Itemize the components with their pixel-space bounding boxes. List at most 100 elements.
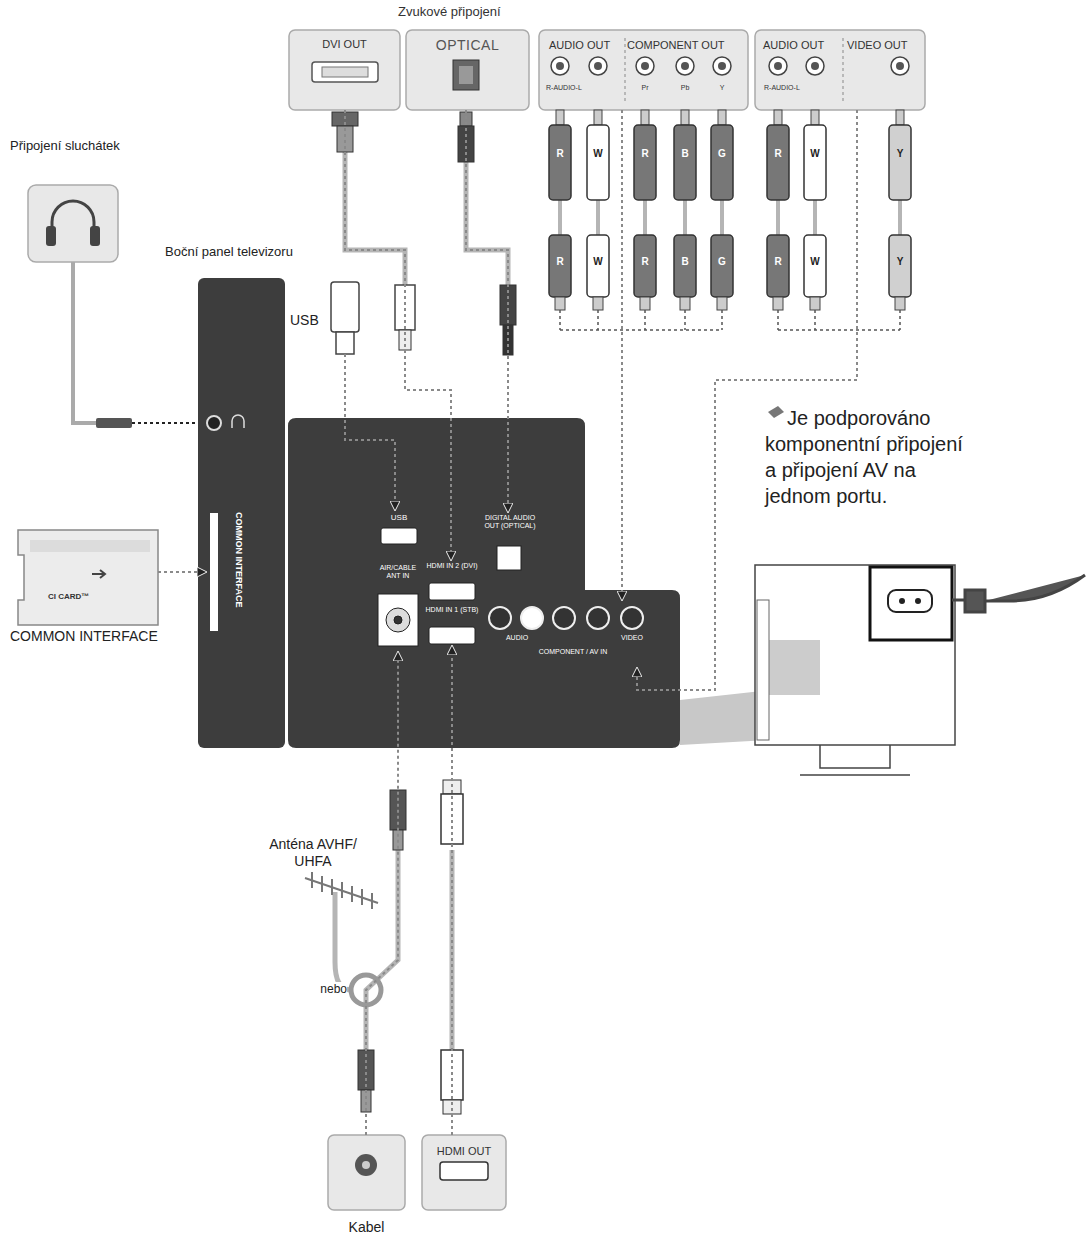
plug-cable [643,200,647,235]
label: Y [713,84,731,92]
antenna [305,872,381,1005]
cable-connector [621,110,623,600]
note-text: Je podporováno komponentní připojení a p… [765,405,970,509]
plug-letter: W [590,256,606,268]
plug-cable [898,200,902,235]
node-text: AUDIO [486,634,548,642]
rca-plug [767,125,789,200]
device-box: AUDIO OUT VIDEO OUT [755,30,925,110]
plug-letter: R [770,256,786,268]
plug-lead [899,310,901,330]
node-text: DIGITAL AUDIO OUT (OPTICAL) [484,514,536,530]
cable-connector [345,110,451,560]
plug-letter: R [637,148,653,160]
ci-slot: COMMON INTERFACE [206,510,246,635]
av-port-group: AUDIO VIDEO COMPONENT / AV IN [484,600,662,668]
node-text: CI CARD™ [48,592,89,602]
hdmi-port: HDMI IN 2 (DVI) [424,560,480,602]
rca-plug [587,235,609,297]
usb-port: USB [376,510,422,550]
plug-letter: R [552,148,568,160]
plug-lead [644,310,646,330]
label: R-AUDIO-L [546,84,582,92]
headphone-cable [73,262,207,428]
node-text: Kabel [318,1219,415,1236]
node-text: COMPONENT OUT [627,39,725,52]
plug-tip [811,110,819,125]
cable-socket: Kabel [328,1135,405,1210]
node-text: HDMI OUT [422,1145,506,1158]
plug-lead [777,310,779,330]
plug-tip [555,297,565,310]
plug-letter: W [807,256,823,268]
cable-connector [158,571,206,573]
plug-letter: W [807,148,823,160]
plug-tip [594,110,602,125]
rca-plug [549,125,571,200]
plug-tip [717,297,727,310]
rca-plug [674,235,696,297]
ci-card: CI CARD™COMMON INTERFACE [18,530,158,625]
label: Zvukové připojení [398,4,501,20]
cables [335,150,508,1050]
plugs [332,112,516,1114]
plug-letter: Y [892,148,908,160]
node-text: USB [290,312,319,329]
rear-panel [288,418,770,748]
plug-cable [558,200,562,235]
plug-lead [721,310,723,330]
device-box: HDMI OUT [422,1135,506,1210]
side-panel: Boční panel televizoruCOMMON INTERFACE [198,278,285,748]
plug-lead [778,329,900,331]
device-box: OPTICAL [406,30,529,110]
antenna-port: AIR/CABLE ANT IN [373,562,423,652]
plug-letter: W [590,148,606,160]
node-text: VIDEO [612,634,652,642]
rca-plug [767,235,789,297]
plug-cable [776,200,780,235]
rca-plug [889,125,911,200]
side-panel [198,278,285,748]
node-text: USB [376,513,422,523]
plug-tip [640,297,650,310]
node-text: COMPONENT / AV IN [484,648,662,656]
cable-connector [637,110,857,690]
plug-tip [896,110,904,125]
plug-tip [774,110,782,125]
tv-ports [378,528,643,646]
node-text: COMMON INTERFACE [233,512,244,608]
label: Pb [676,84,694,92]
node-text: Boční panel televizoru [165,244,293,260]
rca-plug [711,235,733,297]
plug-letter: R [552,256,568,268]
plug-tip [556,110,564,125]
plug-cable [720,200,724,235]
plug-letter: R [770,148,786,160]
device-box: DVI OUT [289,30,400,110]
rca-plug [634,235,656,297]
cable-connector [466,110,508,512]
plug-letter: G [714,256,730,268]
node-text: AUDIO OUT [549,39,610,52]
plug-tip [810,297,820,310]
plug-lead [560,329,722,331]
plug-letter: R [637,256,653,268]
rca-plug [549,235,571,297]
label: Anténa AVHF/ UHFA [258,836,368,870]
node-text: VIDEO OUT [847,39,908,52]
usb-stick [331,282,359,354]
node-text: HDMI IN 1 (STB) [424,606,480,614]
cable-connector [451,646,453,1135]
rca-plug [804,235,826,297]
rca-plug [711,125,733,200]
plug-letter: Y [892,256,908,268]
plug-tip [895,297,905,310]
node-text: AIR/CABLE ANT IN [373,564,423,580]
node-text: AUDIO OUT [763,39,824,52]
plug-letter: B [677,256,693,268]
plug-cable [683,200,687,235]
plug-tip [718,110,726,125]
